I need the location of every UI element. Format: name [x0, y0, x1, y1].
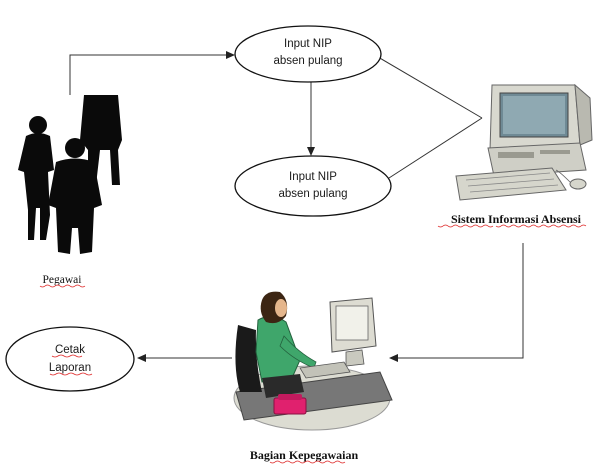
office-worker-at-computer-icon	[233, 291, 393, 431]
line-input2-to-sistem	[388, 117, 483, 179]
people-silhouettes-icon	[18, 95, 122, 254]
line-input1-to-sistem	[377, 56, 483, 119]
arrow-sistem-to-bagian	[389, 243, 524, 362]
label-bagian: Bagian Kepegawaian	[250, 448, 359, 462]
node-input-nip-2-line1: Input NIP	[289, 171, 337, 183]
node-cetak-laporan: Cetak Laporan	[5, 326, 135, 392]
desktop-computer-icon	[455, 83, 593, 201]
label-pegawai: Pegawai	[43, 274, 82, 286]
node-input-nip-2-line2: absen pulang	[278, 188, 347, 200]
node-input-nip-1-line1: Input NIP	[284, 38, 332, 50]
node-input-nip-2: Input NIP absen pulang	[234, 155, 392, 217]
label-sistem: Sistem Informasi Absensi	[451, 212, 582, 226]
arrow-pegawai-to-input1	[69, 51, 235, 95]
node-input-nip-1: Input NIP absen pulang	[234, 25, 382, 83]
node-input-nip-1-line2: absen pulang	[273, 55, 342, 67]
node-cetak-line2: Laporan	[49, 362, 91, 374]
connectors	[69, 51, 524, 362]
node-cetak-line1: Cetak	[55, 344, 85, 356]
